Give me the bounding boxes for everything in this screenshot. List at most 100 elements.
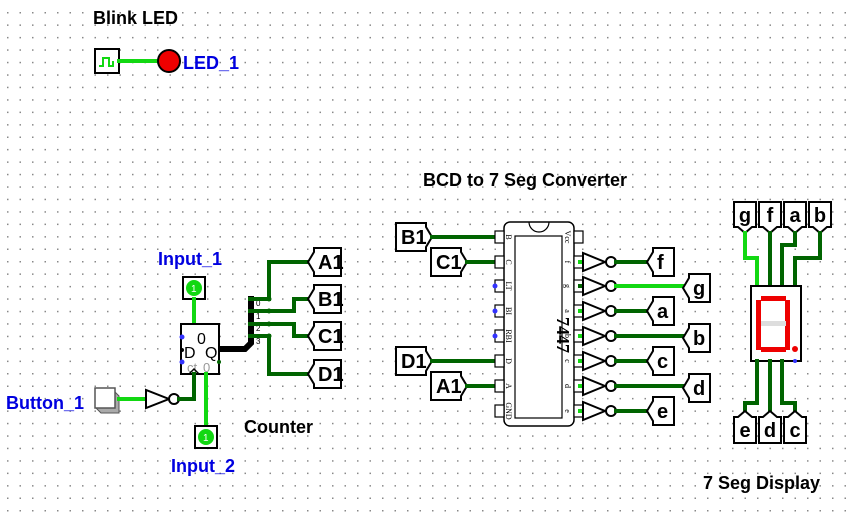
svg-text:2: 2 [256,324,261,333]
svg-text:d: d [563,384,572,388]
segment-a [761,296,786,301]
not-gate[interactable] [582,275,617,297]
tunnel-display-d[interactable]: d [758,409,782,444]
svg-text:LT: LT [504,281,513,290]
svg-text:d: d [693,378,705,400]
wire-b-display[interactable] [793,231,822,291]
tunnel-display-g[interactable]: g [733,201,757,235]
svg-text:1: 1 [256,312,261,321]
not-gate[interactable] [582,300,617,322]
segment-c [785,325,790,350]
wire-not-clock[interactable] [177,372,196,401]
svg-text:D1: D1 [401,351,427,373]
svg-text:D1: D1 [318,364,344,386]
svg-text:1: 1 [191,284,197,295]
chip-name: 7447 [553,317,573,353]
tunnel-output-c[interactable]: c [645,346,675,376]
not-gate[interactable] [582,325,617,347]
tunnel-a1[interactable]: A1 [306,247,344,277]
not-gate[interactable] [582,400,617,422]
tunnel-output-e[interactable]: e [645,396,675,426]
clock-component[interactable] [94,48,120,74]
svg-text:0: 0 [203,360,210,375]
tunnel-d1[interactable]: D1 [306,359,344,389]
svg-text:Q: Q [205,345,217,362]
svg-text:3: 3 [256,337,261,346]
not-gate[interactable] [582,251,617,273]
input-pin-2[interactable]: 1 [194,425,218,449]
d-flipflop[interactable]: 0 D Q ct 0 [179,323,222,375]
input-pin-1[interactable]: 1 [182,276,206,300]
chip-pin-right[interactable] [573,230,584,244]
counter-bus[interactable] [219,296,254,352]
segment-g [761,321,786,326]
svg-text:Vcc: Vcc [563,231,572,244]
wire-bit1-b1[interactable] [248,297,311,313]
wire-display-c[interactable] [780,359,797,417]
wire-bit3-d1[interactable] [248,334,311,376]
svg-text:1: 1 [203,433,209,444]
tunnel-b1-input[interactable]: B1 [395,222,434,252]
chip-pin-left[interactable] [494,255,505,269]
tunnel-output-g[interactable]: g [681,273,711,303]
svg-text:c: c [563,359,572,363]
tunnel-display-a[interactable]: a [783,201,807,235]
section-title-counter: Counter [244,417,313,437]
svg-text:BI: BI [504,307,513,315]
tunnel-display-e[interactable]: e [733,409,757,444]
svg-text:g: g [693,278,705,300]
svg-text:D: D [184,345,196,362]
svg-text:B1: B1 [401,227,427,249]
tunnel-output-d[interactable]: d [681,373,711,403]
svg-text:a: a [657,301,669,323]
tunnel-d1-input[interactable]: D1 [395,346,434,376]
tunnel-display-c[interactable]: c [783,409,807,444]
not-gate-counter[interactable] [145,388,180,410]
tunnel-output-f[interactable]: f [645,247,675,277]
wire-a-display[interactable] [780,231,797,291]
svg-text:GND: GND [504,402,513,420]
chip-pin-left[interactable] [494,354,505,368]
not-gate[interactable] [582,350,617,372]
svg-text:g: g [563,284,572,288]
tunnel-output-a[interactable]: a [645,296,675,326]
section-title-blink-led: Blink LED [93,8,178,28]
tunnel-c1[interactable]: C1 [306,321,344,351]
button-label: Button_1 [6,393,84,413]
svg-text:D: D [504,358,513,364]
svg-text:C1: C1 [318,326,344,348]
tunnel-a1-input[interactable]: A1 [430,371,469,401]
wire-g-display[interactable] [743,231,759,291]
button-1[interactable] [94,387,120,414]
chip-pin-left[interactable] [494,379,505,393]
tunnel-display-b[interactable]: b [808,201,832,235]
chip-pin-left[interactable] [494,230,505,244]
tunnel-c1-input[interactable]: C1 [430,247,469,277]
svg-text:b: b [693,328,705,350]
svg-text:C1: C1 [436,252,462,274]
svg-text:a: a [789,205,801,227]
splitter: 0 1 2 3 [256,299,261,346]
tunnel-b1[interactable]: B1 [306,284,344,314]
section-title-7seg: 7 Seg Display [703,473,820,493]
svg-text:A1: A1 [436,376,462,398]
led-1[interactable] [157,49,181,73]
svg-text:c: c [789,420,800,442]
segment-b [785,300,790,325]
not-gate[interactable] [582,375,617,397]
grid-dots [7,12,846,512]
chip-pin-left[interactable] [494,404,505,418]
tunnel-display-f[interactable]: f [758,201,782,235]
svg-text:C: C [504,259,513,264]
svg-text:b: b [563,334,572,338]
wire-bit0-a1[interactable] [248,260,311,301]
wire-display-e[interactable] [743,359,759,417]
segment-e [756,325,761,350]
svg-text:e: e [563,409,572,413]
svg-text:ct: ct [187,360,198,375]
wire-bit2-c1[interactable] [248,322,311,338]
svg-text:b: b [814,205,826,227]
tunnel-output-b[interactable]: b [681,323,711,353]
